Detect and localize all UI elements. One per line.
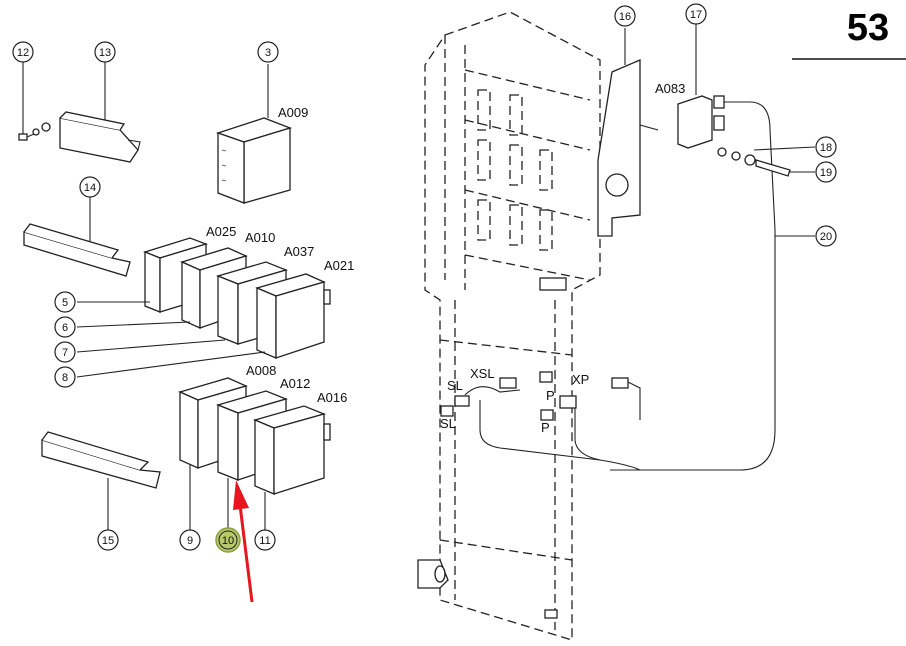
svg-text:10: 10 [222,535,234,547]
callout-11: 11 [254,529,276,551]
callout-18: 18 [815,136,837,158]
svg-text:14: 14 [84,182,96,194]
svg-text:15: 15 [102,535,114,547]
label-a016: A016 [317,390,347,405]
callout-20: 20 [815,225,837,247]
label-a010: A010 [245,230,275,245]
svg-text:12: 12 [17,47,29,59]
label-xp: XP [572,372,589,387]
page-number: 53 [847,7,889,49]
label-a025: A025 [206,224,236,239]
label-a012: A012 [280,376,310,391]
label-a037: A037 [284,244,314,259]
module-a009 [215,64,292,204]
callout-7: 7 [54,341,76,363]
callout-19: 19 [815,161,837,183]
svg-text:13: 13 [99,47,111,59]
wire-harness [440,371,641,471]
svg-text:16: 16 [619,11,631,23]
svg-text:7: 7 [62,347,68,359]
module-a021 [255,273,331,359]
svg-text:5: 5 [62,297,68,309]
callout-17: 17 [685,3,707,25]
svg-text:19: 19 [820,167,832,179]
leader-8 [76,351,266,378]
label-xsl: XSL [470,366,495,381]
label-sl-bottom: SL [440,416,456,431]
screw-washer-part [18,62,51,141]
label-a009: A009 [278,105,308,120]
svg-text:17: 17 [690,9,702,21]
svg-text:6: 6 [62,322,68,334]
svg-text:18: 18 [820,142,832,154]
callout-13: 13 [94,41,116,63]
callout-6: 6 [54,316,76,338]
callout-14: 14 [79,176,101,198]
callout-16: 16 [614,5,636,27]
pointer-arrow [233,480,254,603]
bracket-part-13 [59,62,141,163]
callout-15: 15 [97,529,119,551]
bracket-part-15 [41,431,161,530]
label-p-top: P [546,388,555,403]
label-a021: A021 [324,258,354,273]
label-p-bottom: P [541,420,550,435]
label-a008: A008 [246,363,276,378]
module-a016 [253,405,331,495]
svg-text:3: 3 [265,47,271,59]
svg-text:11: 11 [259,535,270,547]
hardware-18-19 [717,146,816,177]
callout-3: 3 [257,41,279,63]
svg-text:20: 20 [820,231,832,243]
callout-12: 12 [12,41,34,63]
callout-8: 8 [54,366,76,388]
bracket-part-14 [23,197,131,277]
callout-9: 9 [179,529,201,551]
callout-5: 5 [54,291,76,313]
module-a083 [610,24,776,471]
leader-6 [76,321,191,328]
label-a083: A083 [655,81,685,96]
label-sl-top: SL [447,378,463,393]
callout-10-highlighted: 10 [215,527,241,553]
svg-text:8: 8 [62,372,68,384]
svg-text:9: 9 [187,535,193,547]
bracket-part-16 [597,28,659,237]
leader-7 [76,339,226,353]
chassis-frame [417,11,601,641]
